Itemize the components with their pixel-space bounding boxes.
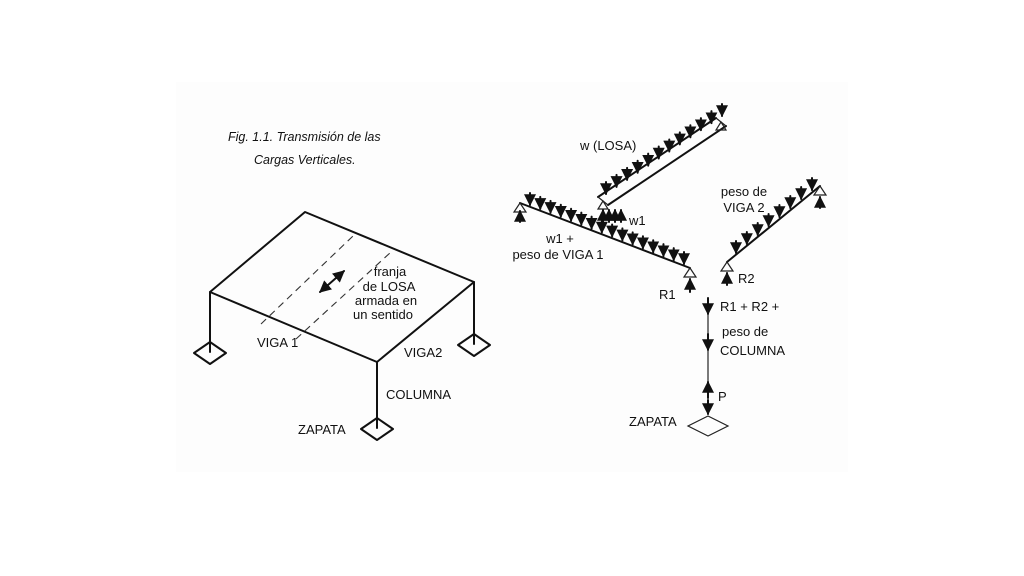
column-label: COLUMNA <box>386 387 451 402</box>
figure-caption-line-2: Cargas Verticales. <box>254 153 356 167</box>
span-arrow <box>319 270 345 293</box>
beam1-member <box>512 192 698 293</box>
slab-support-right <box>714 120 728 131</box>
p-label: P <box>718 389 727 404</box>
beam2-load-label-line-2: VIGA 2 <box>723 200 764 215</box>
footing-front <box>360 417 394 441</box>
strip-label-line-2: de LOSA <box>363 279 416 294</box>
figure-caption-line-1: Fig. 1.1. Transmisión de las <box>228 130 381 144</box>
slab-load-label: w (LOSA) <box>579 138 636 153</box>
strip-line-right <box>295 251 392 340</box>
beam1-load-label-line-2: peso de VIGA 1 <box>512 247 603 262</box>
w1-label: w1 <box>628 213 646 228</box>
slab-strip-member <box>596 103 728 223</box>
paper-area <box>176 82 848 472</box>
strip-line-left <box>260 235 354 325</box>
strip-label-line-1: franja <box>374 264 407 279</box>
beam2-member <box>719 177 828 286</box>
slab-load-arrows <box>600 103 728 196</box>
beam1-load-arrows <box>524 192 690 266</box>
column-load-label-line-3: COLUMNA <box>720 343 785 358</box>
beam1-load-label-line-1: w1 + <box>545 231 574 246</box>
beam2-load-arrows <box>730 177 818 255</box>
footing-left <box>193 341 227 365</box>
column-load-label-line-1: R1 + R2 + <box>720 299 779 314</box>
strip-label-line-3: armada en <box>355 293 417 308</box>
slab-strip-bottom <box>607 125 727 206</box>
footing-label-right: ZAPATA <box>629 414 677 429</box>
strip-label: franja de LOSA armada en un sentido <box>353 264 417 322</box>
beam1-support-right <box>682 266 698 278</box>
footing-label-left: ZAPATA <box>298 422 346 437</box>
r2-label: R2 <box>738 271 755 286</box>
beam2-load-label-line-1: peso de <box>721 184 767 199</box>
column-load-label-line-2: peso de <box>722 324 768 339</box>
column-free-body <box>686 297 730 437</box>
beam2-support-left <box>719 260 735 272</box>
beam1-label: VIGA 1 <box>257 335 298 350</box>
footing-right-diagram <box>686 415 730 437</box>
frame-isometric <box>193 211 491 441</box>
strip-label-line-4: un sentido <box>353 307 413 322</box>
w1-reaction-arrows <box>597 208 627 223</box>
footing-right <box>457 333 491 357</box>
beam2-label: VIGA2 <box>404 345 442 360</box>
r1-label: R1 <box>659 287 676 302</box>
